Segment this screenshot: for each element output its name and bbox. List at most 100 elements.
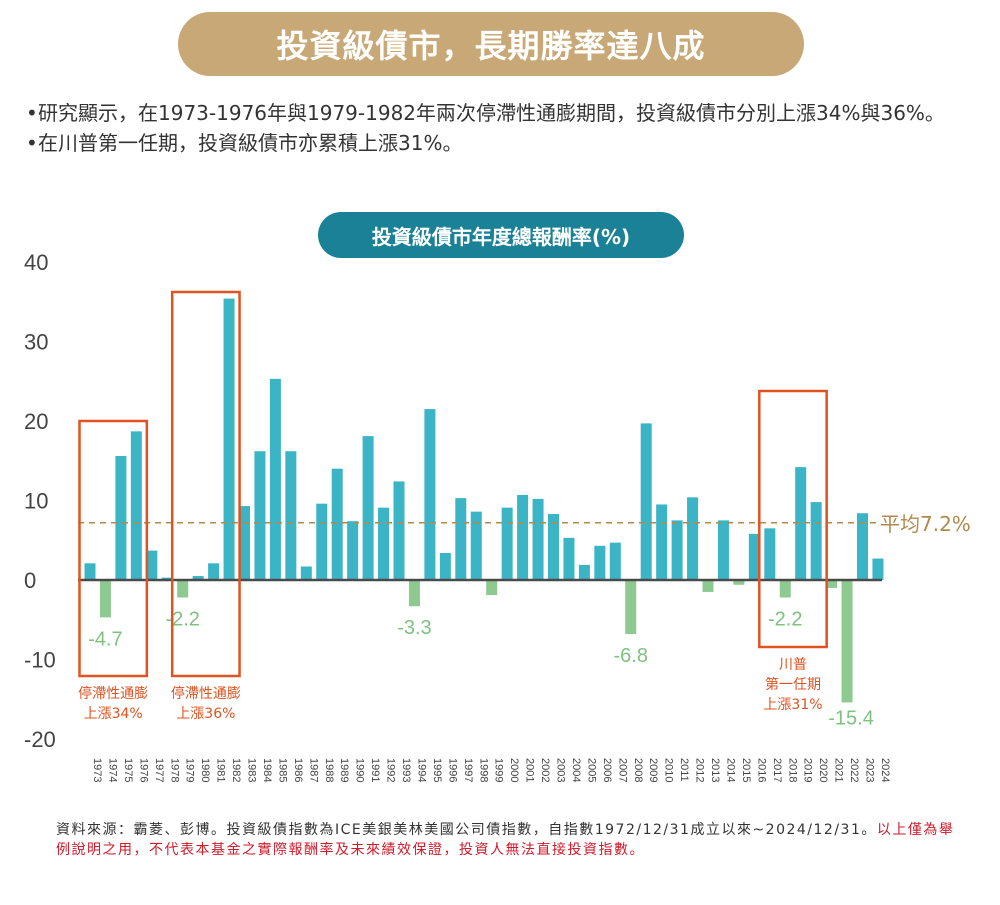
y-tick-label: 30	[24, 330, 48, 355]
value-label-2018: -2.2	[768, 608, 802, 630]
x-tick-label-1983: 1983	[246, 758, 258, 782]
x-tick-label-2009: 2009	[647, 758, 659, 782]
x-tick-label-2003: 2003	[555, 758, 567, 782]
bar-1982	[223, 298, 235, 580]
x-tick-label-2023: 2023	[864, 758, 876, 782]
bar-chart: -20-10010203040平均7.2%-4.7-2.2-3.3-6.8-2.…	[24, 250, 971, 782]
bar-2013	[702, 580, 714, 592]
x-tick-label-2022: 2022	[848, 758, 860, 782]
value-label-1979: -2.2	[165, 608, 199, 630]
x-tick-label-1973: 1973	[91, 758, 103, 782]
bar-1992	[378, 507, 390, 580]
bullet-list: • 研究顯示，在1973-1976年與1979-1982年兩次停滯性通膨期間，投…	[26, 98, 976, 158]
x-tick-label-2024: 2024	[879, 758, 891, 782]
x-tick-label-1982: 1982	[230, 758, 242, 782]
bar-1986	[285, 451, 297, 580]
x-tick-label-2020: 2020	[817, 758, 829, 782]
x-tick-label-2017: 2017	[771, 758, 783, 782]
bar-1984	[254, 451, 266, 580]
bar-2002	[532, 498, 544, 580]
highlight-caption: 上漲36%	[176, 706, 235, 722]
value-label-2022: -15.4	[828, 707, 874, 729]
chart-title: 投資級債市年度總報酬率(%)	[371, 224, 631, 249]
y-tick-label: 10	[24, 489, 48, 514]
highlight-box-2017-2020	[758, 389, 828, 649]
x-tick-label-1979: 1979	[184, 758, 196, 782]
y-tick-label: 20	[24, 409, 48, 434]
x-tick-label-2001: 2001	[524, 758, 536, 782]
bar-1979	[177, 580, 189, 598]
bar-2022	[841, 580, 853, 703]
bar-1975	[115, 455, 127, 580]
highlight-caption: 川普	[779, 657, 807, 673]
bar-2015	[733, 580, 745, 585]
x-tick-label-2015: 2015	[740, 758, 752, 782]
bar-2020	[810, 502, 822, 580]
y-tick-label: -20	[24, 727, 56, 752]
bar-2010	[656, 504, 668, 580]
x-tick-label-2006: 2006	[601, 758, 613, 782]
highlight-caption: 上漲34%	[84, 706, 143, 722]
x-tick-label-1987: 1987	[307, 758, 319, 782]
chart-title-pill: 投資級債市年度總報酬率(%)	[318, 212, 684, 258]
x-tick-label-2002: 2002	[539, 758, 551, 782]
highlight-caption: 停滯性通膨	[171, 685, 241, 702]
footer-note: 資料來源：霸菱、彭博。投資級債指數為ICE美銀美林美國公司債指數，自指數1972…	[56, 820, 956, 860]
x-tick-label-1992: 1992	[385, 758, 397, 782]
highlight-caption: 停滯性通膨	[78, 685, 148, 702]
title-banner: 投資級債市，長期勝率達八成	[178, 12, 804, 76]
bar-2007	[609, 542, 621, 580]
x-tick-label-1975: 1975	[122, 758, 134, 782]
source-note: 資料來源：霸菱、彭博。投資級債指數為ICE美銀美林美國公司債指數，自指數1972…	[56, 822, 877, 838]
x-tick-label-2018: 2018	[786, 758, 798, 782]
x-tick-label-1986: 1986	[292, 758, 304, 782]
bar-2005	[578, 564, 590, 580]
bar-2023	[857, 513, 868, 580]
bar-2001	[517, 494, 529, 580]
bar-1989	[331, 468, 343, 580]
x-tick-label-2008: 2008	[632, 758, 644, 782]
bar-1973	[84, 563, 96, 580]
value-label-1994: -3.3	[397, 617, 431, 639]
x-tick-label-2021: 2021	[833, 758, 845, 782]
bar-2012	[687, 497, 699, 580]
x-tick-label-2010: 2010	[663, 758, 675, 782]
highlight-caption: 第一任期	[765, 676, 821, 693]
highlight-box-1979-1982	[170, 290, 241, 678]
x-tick-label-1996: 1996	[446, 758, 458, 782]
x-tick-label-1978: 1978	[168, 758, 180, 782]
y-tick-label: 40	[24, 250, 48, 275]
bar-1987	[300, 566, 312, 580]
bar-1974	[99, 580, 111, 618]
x-tick-label-1999: 1999	[493, 758, 505, 782]
x-tick-label-1980: 1980	[199, 758, 211, 782]
x-tick-label-1997: 1997	[462, 758, 474, 782]
x-tick-label-1995: 1995	[431, 758, 443, 782]
bar-2017	[764, 528, 776, 580]
bar-2018	[779, 580, 791, 598]
average-label: 平均7.2%	[880, 512, 971, 536]
bar-2011	[671, 520, 683, 580]
bar-2008	[625, 580, 637, 635]
x-tick-label-1976: 1976	[137, 758, 149, 782]
bar-2019	[795, 467, 807, 580]
x-tick-label-1974: 1974	[106, 758, 118, 782]
x-tick-label-1991: 1991	[369, 758, 381, 782]
x-tick-label-2000: 2000	[508, 758, 520, 782]
bar-1991	[362, 436, 374, 580]
bar-2006	[594, 545, 606, 580]
bar-1990	[347, 521, 359, 580]
bullet-item-2: • 在川普第一任期，投資級債市亦累積上漲31%。	[26, 128, 976, 158]
x-tick-label-2004: 2004	[570, 758, 582, 782]
x-tick-label-2013: 2013	[709, 758, 721, 782]
disclaimer-note: 以上僅為舉例說明之用，不代表本基金之實際報酬率及未來績效保證，投資人無法直接投資…	[56, 822, 955, 858]
value-label-2008: -6.8	[614, 645, 648, 667]
bar-1995	[424, 409, 436, 580]
bar-2021	[826, 580, 838, 588]
bullet-marker: •	[26, 101, 38, 125]
bar-2024	[872, 558, 884, 580]
bar-1983	[239, 506, 250, 580]
x-tick-label-1988: 1988	[323, 758, 335, 782]
x-tick-label-1984: 1984	[261, 758, 273, 782]
x-tick-label-1993: 1993	[400, 758, 412, 782]
